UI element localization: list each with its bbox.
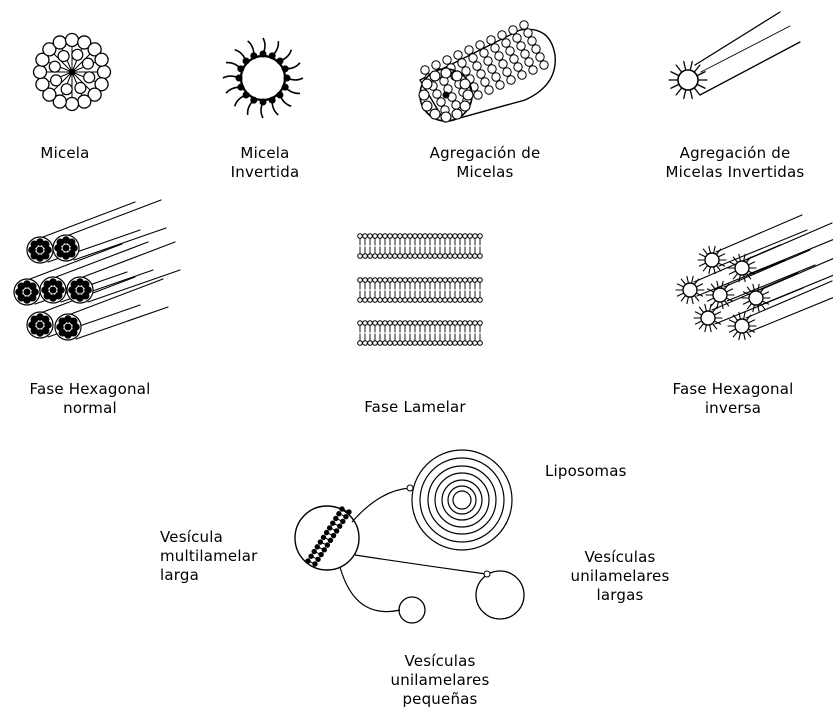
- label-vesiculas-unilamelares-largas: Vesículas unilamelares largas: [555, 548, 685, 605]
- micelle-aggregate-icon: [419, 21, 555, 122]
- micelle-icon: [34, 34, 111, 111]
- label-fase-hexagonal-normal: Fase Hexagonal normal: [10, 380, 170, 418]
- label-fase-hexagonal-inversa: Fase Hexagonal inversa: [648, 380, 818, 418]
- label-vesiculas-unilamelares-pequenas: Vesículas unilamelares pequeñas: [370, 652, 510, 709]
- liposome-group-icon: [295, 450, 524, 623]
- multilamellar-vesicle-icon: [295, 506, 359, 570]
- large-unilamellar-vesicle-icon: [476, 571, 524, 619]
- lamellar-phase-icon: [358, 234, 483, 346]
- hexagonal-phase-icon: [14, 200, 180, 340]
- inverted-micelle-aggregate-icon: [669, 12, 800, 99]
- label-micela-invertida: Micela Invertida: [210, 144, 320, 182]
- connector-lines: [340, 485, 490, 612]
- inverse-hexagonal-phase-icon: [676, 215, 833, 340]
- label-agregacion-micelas-invertidas: Agregación de Micelas Invertidas: [640, 144, 830, 182]
- label-liposomas: Liposomas: [545, 462, 665, 481]
- inverted-micelle-icon: [223, 38, 303, 118]
- label-fase-lamelar: Fase Lamelar: [340, 398, 490, 417]
- label-vesicula-multilamelar: Vesícula multilamelar larga: [160, 528, 280, 585]
- label-agregacion-micelas: Agregación de Micelas: [395, 144, 575, 182]
- label-micela: Micela: [20, 144, 110, 163]
- small-unilamellar-vesicle-icon: [399, 597, 425, 623]
- liposome-concentric-icon: [412, 450, 512, 550]
